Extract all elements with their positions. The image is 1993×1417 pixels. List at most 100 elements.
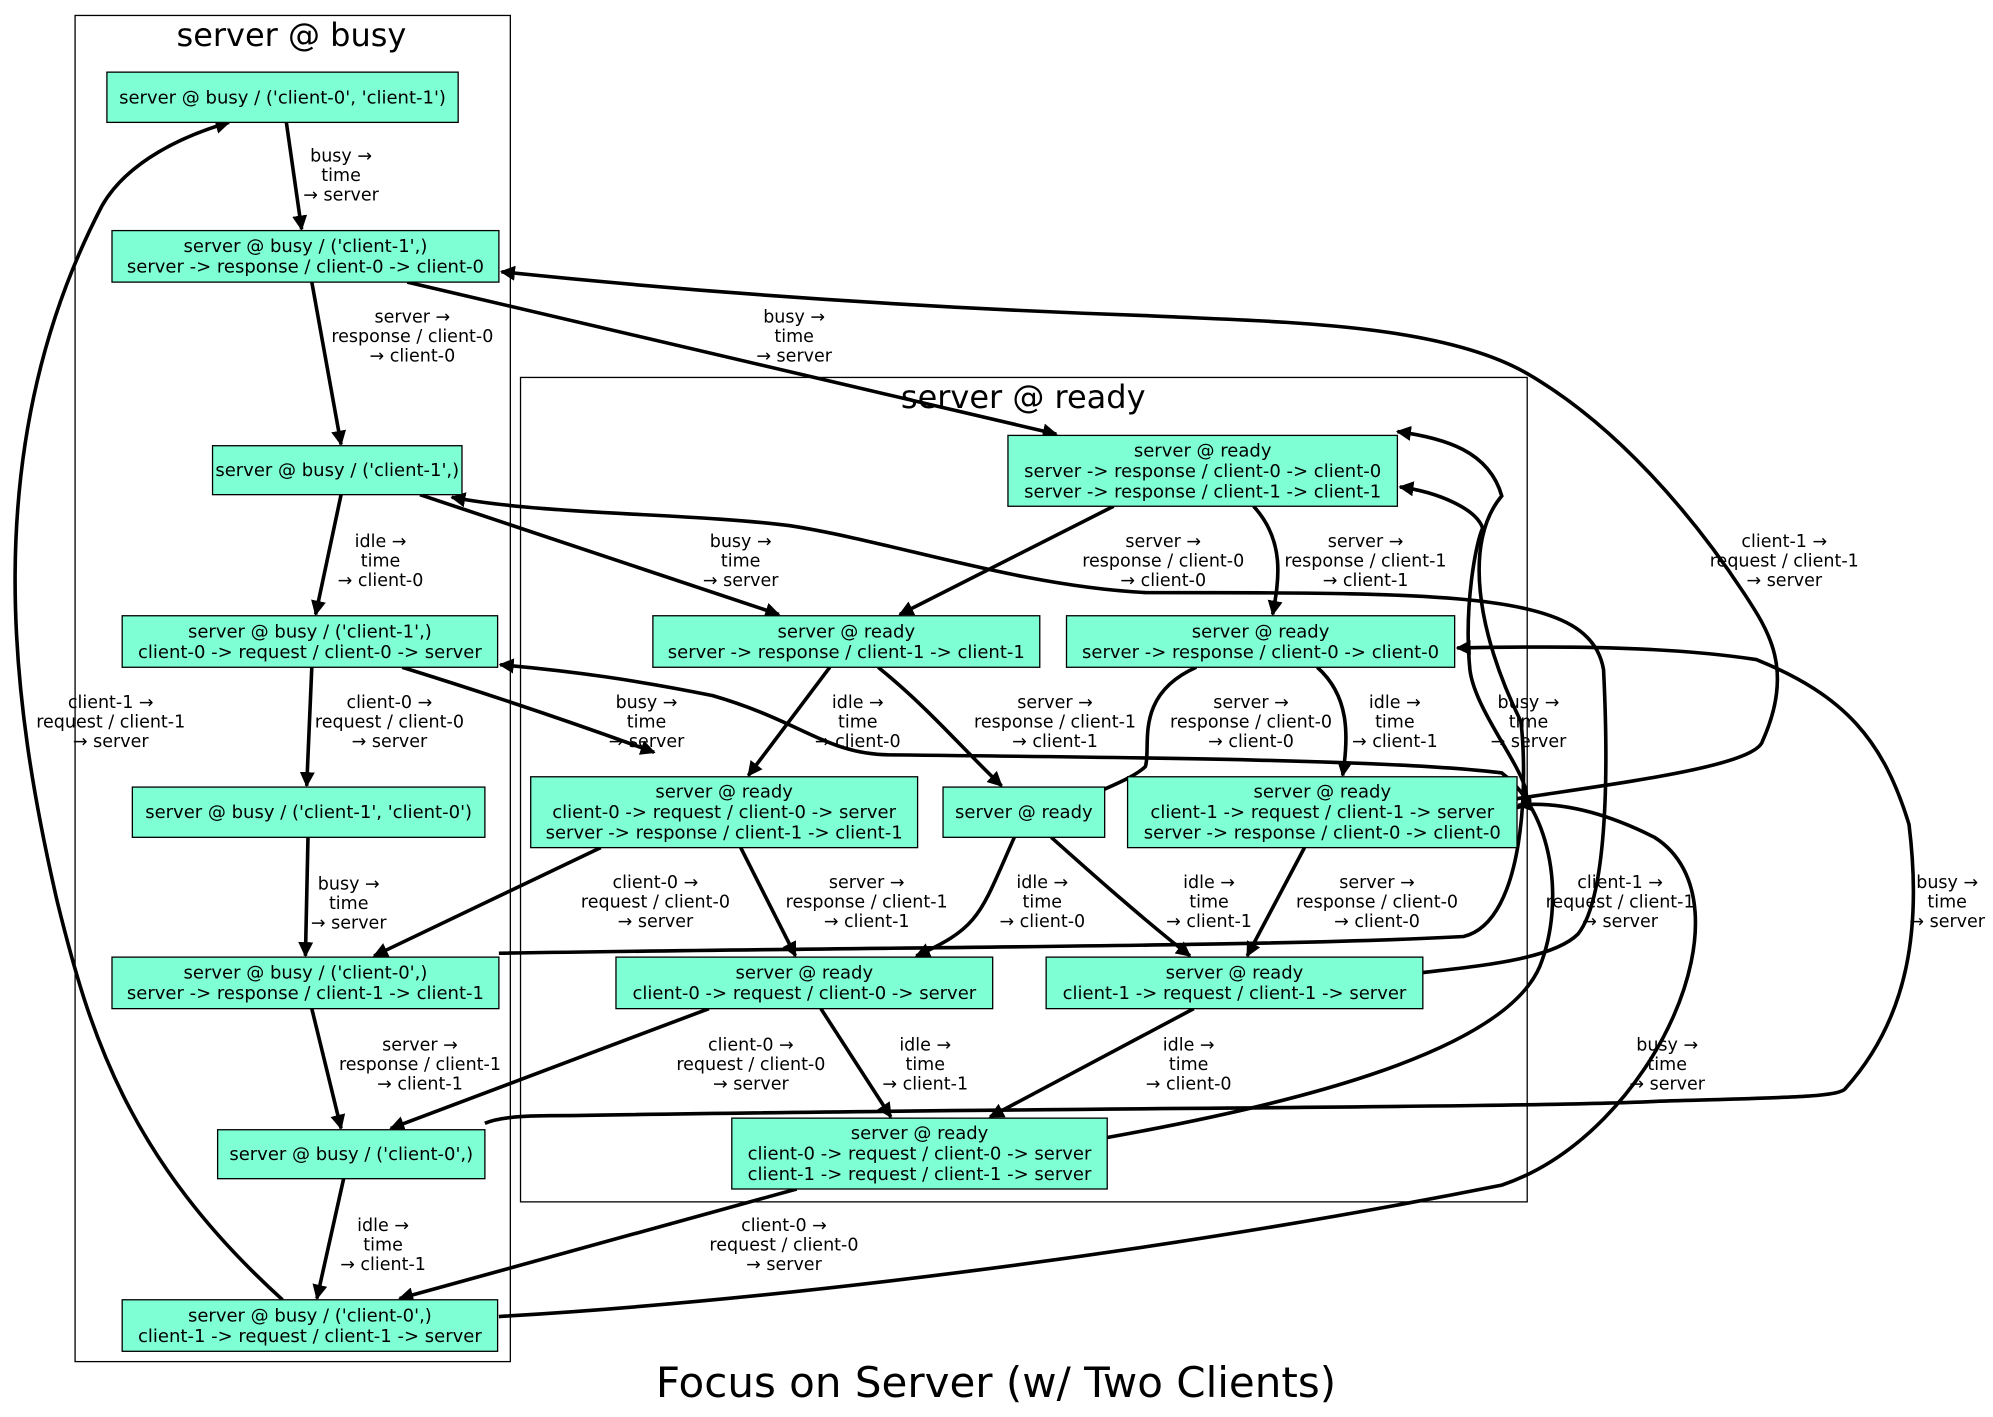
cluster-busy-frame xyxy=(74,14,511,1363)
edge-label-line: → client-1 xyxy=(1012,732,1098,752)
edge-label: busy →time→ server xyxy=(1491,693,1567,752)
cluster-busy: server @ busy xyxy=(74,14,511,1363)
edge-label-line: → server xyxy=(618,912,694,932)
edge-b8-to-r6 xyxy=(499,793,1696,1316)
edge-label-line: idle → xyxy=(832,693,884,713)
edge-arrow xyxy=(372,848,601,956)
state-node-box xyxy=(1045,956,1424,1010)
edge-arrow xyxy=(296,837,316,958)
edge-b4-to-r4 xyxy=(402,667,656,756)
edge-label-line: response / client-0 xyxy=(331,327,493,347)
edge-r4-to-b6 xyxy=(372,848,601,956)
edge-arrow xyxy=(407,282,1059,440)
edge-label-line: → client-1 xyxy=(340,1255,426,1275)
edge-arrow xyxy=(741,848,796,958)
edge-label: server →response / client-0→ client-0 xyxy=(1170,693,1332,752)
state-node-line: server -> response / client-0 -> client-… xyxy=(127,257,484,278)
edge-label-line: server → xyxy=(829,873,905,893)
edge-label-line: → client-1 xyxy=(1166,912,1252,932)
edge-r2-to-r4 xyxy=(748,667,829,778)
edge-label: server →response / client-0→ client-0 xyxy=(1082,532,1244,591)
edge-label-line: server → xyxy=(1328,532,1404,552)
edge-label: client-0 →request / client-0→ server xyxy=(709,1216,858,1275)
edge-label: idle →time→ client-0 xyxy=(815,693,901,752)
edge-label-line: client-1 → xyxy=(1741,532,1827,552)
edge-arrow xyxy=(1398,479,1527,808)
edge-label-line: → server xyxy=(1909,912,1985,932)
state-node-box xyxy=(211,445,463,496)
edge-r6-to-b2 xyxy=(499,263,1777,799)
state-node-box xyxy=(530,776,919,849)
state-node-line: server @ ready xyxy=(655,782,793,803)
edge-label-line: busy → xyxy=(616,693,678,713)
state-node-b2: server @ busy / ('client-1',)server -> r… xyxy=(111,229,500,283)
edge-label-line: → client-1 xyxy=(882,1075,968,1095)
state-node-box xyxy=(1126,776,1518,849)
edge-arrow xyxy=(1254,506,1286,617)
edge-label-line: time xyxy=(321,166,361,186)
edge-b6-to-b7 xyxy=(312,1009,347,1131)
edge-r9-to-b4 xyxy=(498,656,1552,1138)
edge-arrow xyxy=(498,656,1552,1138)
edge-label: client-1 →request / client-1→ server xyxy=(1546,873,1695,932)
state-node-line: client-0 -> request / client-0 -> server xyxy=(552,802,896,823)
state-node-line: server @ ready xyxy=(955,802,1093,823)
edge-arrow xyxy=(914,837,1014,956)
cluster-ready: server @ ready xyxy=(519,376,1528,1203)
edge-label-line: request / client-1 xyxy=(1546,893,1695,913)
state-node-line: server @ ready xyxy=(1166,963,1304,984)
state-node-line: server @ busy / ('client-0', 'client-1') xyxy=(119,87,446,108)
state-node-box xyxy=(111,956,500,1010)
state-node-line: server @ busy / ('client-1', 'client-0') xyxy=(145,802,472,823)
edge-label-line: → server xyxy=(303,186,379,206)
edge-label-line: idle → xyxy=(1369,693,1421,713)
state-node-box xyxy=(652,615,1041,668)
state-node-b8: server @ busy / ('client-0',)client-1 ->… xyxy=(121,1299,499,1352)
edge-label-line: request / client-0 xyxy=(581,893,730,913)
edge-label: client-0 →request / client-0→ server xyxy=(315,693,464,752)
edge-label: busy →time→ server xyxy=(311,875,387,934)
state-node-line: client-1 -> request / client-1 -> server xyxy=(1150,802,1494,823)
edge-label-line: time xyxy=(1169,1055,1209,1075)
edge-label: server →response / client-1→ client-1 xyxy=(974,693,1136,752)
edge-b2-to-b3 xyxy=(312,282,348,447)
edge-arrow xyxy=(898,506,1114,614)
edge-label-line: request / client-1 xyxy=(1710,551,1859,571)
edge-label-line: client-0 → xyxy=(741,1216,827,1236)
edge-arrow xyxy=(297,667,318,788)
edge-label: client-0 →request / client-0→ server xyxy=(581,873,730,932)
edge-b5-to-b6 xyxy=(296,837,316,958)
edge-label: busy →time→ server xyxy=(756,308,832,367)
state-node-line: client-1 -> request / client-1 -> server xyxy=(748,1164,1092,1185)
edge-b6-to-r3 xyxy=(499,424,1524,954)
edge-r9-to-b8 xyxy=(397,1189,797,1304)
edge-label-line: → server xyxy=(746,1255,822,1275)
edge-label-line: time xyxy=(1647,1055,1687,1075)
state-node-line: server @ busy / ('client-0',) xyxy=(184,963,428,984)
diagram-title: Focus on Server (w/ Two Clients) xyxy=(656,1358,1336,1407)
edge-arrow xyxy=(312,282,348,447)
edge-label-line: → server xyxy=(73,732,149,752)
edge-label-line: idle → xyxy=(1163,1036,1215,1056)
edge-label-line: → server xyxy=(1582,912,1658,932)
edge-label-line: → server xyxy=(352,732,428,752)
state-node-line: server @ busy / ('client-0',) xyxy=(229,1144,473,1165)
state-node-r5: server @ ready xyxy=(942,786,1106,838)
state-node-b4: server @ busy / ('client-1',)client-0 ->… xyxy=(121,615,499,668)
edge-label-line: request / client-1 xyxy=(36,712,185,732)
edge-label-line: server → xyxy=(1339,873,1415,893)
edge-label-line: → client-1 xyxy=(377,1075,463,1095)
edge-label: server →response / client-1→ client-1 xyxy=(1285,532,1447,591)
edge-label-line: time xyxy=(905,1055,945,1075)
state-node-box xyxy=(121,1299,499,1352)
edge-label-line: response / client-0 xyxy=(1170,712,1332,732)
edge-label-line: server → xyxy=(1125,532,1201,552)
edge-arrow xyxy=(499,424,1524,954)
edge-r8-to-r9 xyxy=(988,1009,1194,1117)
edge-label-line: request / client-0 xyxy=(315,712,464,732)
edge-r6-to-r8 xyxy=(1247,848,1304,958)
edge-arrow xyxy=(485,637,1914,1123)
edge-label-line: client-1 → xyxy=(1577,873,1663,893)
